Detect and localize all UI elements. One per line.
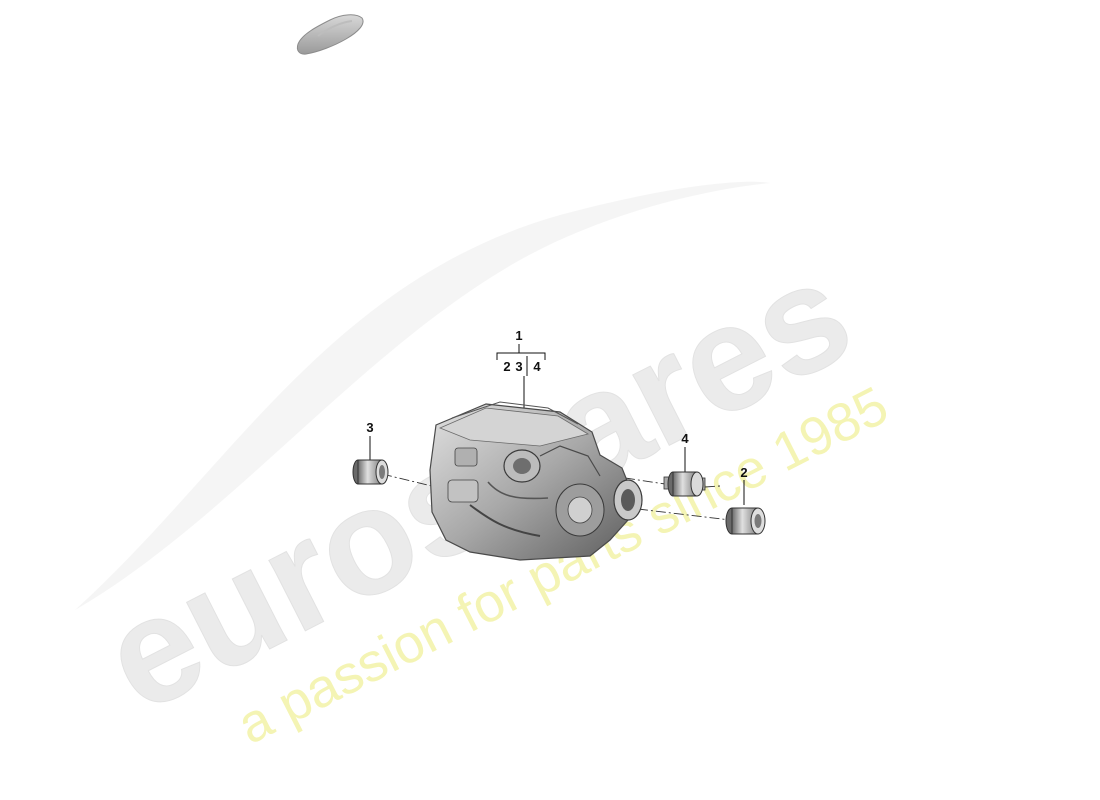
callout-labels: 1 2 3 4 3 4 2 (366, 328, 747, 480)
mount-bushing-4[interactable] (663, 471, 706, 497)
car-thumbnail-icon[interactable] (296, 14, 364, 55)
kit-sub-label-4: 4 (533, 359, 541, 374)
mount-bushing-2[interactable] (725, 507, 766, 535)
callout-4[interactable]: 4 (681, 431, 689, 446)
callout-3[interactable]: 3 (366, 420, 373, 435)
transmission-assembly[interactable] (429, 401, 643, 561)
kit-sub-label-3: 3 (515, 359, 522, 374)
kit-sub-label-2: 2 (503, 359, 510, 374)
mount-bushing-3[interactable] (352, 459, 389, 485)
callout-1[interactable]: 1 (515, 328, 522, 343)
callout-2[interactable]: 2 (740, 465, 747, 480)
